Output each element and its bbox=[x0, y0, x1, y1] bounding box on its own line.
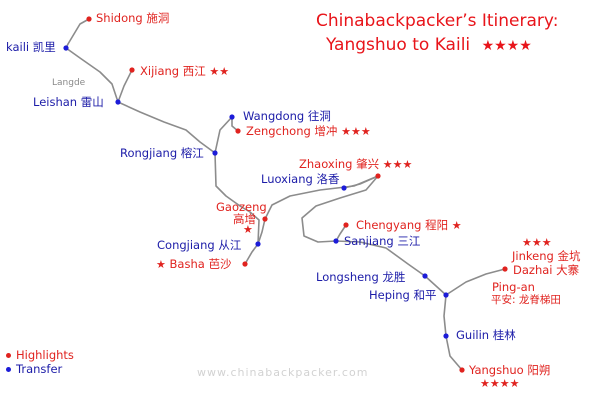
label-luoxiang: Luoxiang 洛香 bbox=[261, 172, 340, 186]
dot-sanjiang bbox=[333, 238, 339, 244]
label-langde: Langde bbox=[52, 78, 86, 88]
label-leishan: Leishan 雷山 bbox=[33, 95, 104, 109]
dot-zengchong bbox=[235, 128, 241, 134]
basha-name: Basha 芭沙 bbox=[169, 257, 232, 271]
route-heping-guilin bbox=[443, 294, 447, 337]
label-longsheng: Longsheng 龙胜 bbox=[316, 270, 406, 284]
label-pingan: Ping-an bbox=[492, 280, 535, 294]
legend-highlights: Highlights bbox=[6, 348, 74, 362]
legend-transfer-dot bbox=[6, 367, 11, 372]
dot-kaili bbox=[63, 45, 69, 51]
xijiang-stars: ★★ bbox=[209, 65, 230, 78]
jinkeng-stars: ★★★ bbox=[522, 236, 552, 249]
zengchong-name: Zengchong 增冲 bbox=[246, 124, 338, 138]
label-guilin: Guilin 桂林 bbox=[456, 328, 516, 342]
zhaoxing-name: Zhaoxing 肇兴 bbox=[299, 157, 380, 171]
route-leishan-rongjiang bbox=[117, 101, 216, 154]
xijiang-name: Xijiang 西江 bbox=[140, 64, 206, 78]
label-dazhai: Dazhai 大寨 bbox=[513, 263, 580, 277]
label-shidong: Shidong 施洞 bbox=[96, 11, 170, 25]
chengyang-stars: ★ bbox=[451, 219, 462, 232]
label-rongjiang: Rongjiang 榕江 bbox=[120, 146, 204, 160]
label-jinkeng: Jinkeng 金坑 bbox=[512, 249, 581, 263]
legend-transfer: Transfer bbox=[6, 362, 62, 376]
dot-gaozeng bbox=[262, 216, 268, 222]
zengchong-stars: ★★★ bbox=[341, 125, 371, 138]
route-kaili-leishan bbox=[65, 47, 119, 103]
route-sanjiang-chengyang bbox=[335, 224, 347, 242]
dot-luoxiang bbox=[341, 185, 347, 191]
route-congjiang-basha bbox=[244, 243, 259, 265]
label-pingan-cn: 平安: 龙脊梯田 bbox=[491, 294, 561, 306]
map-subtitle-text: Yangshuo to Kaili bbox=[326, 35, 471, 55]
chengyang-name: Chengyang 程阳 bbox=[356, 218, 449, 232]
label-kaili: kaili 凯里 bbox=[6, 40, 56, 54]
label-heping: Heping 和平 bbox=[369, 288, 437, 302]
legend-transfer-label: Transfer bbox=[16, 362, 63, 376]
watermark: www.chinabackpacker.com bbox=[197, 366, 369, 379]
dot-xijiang bbox=[129, 67, 135, 73]
route-guilin-yangshuo bbox=[445, 335, 463, 371]
map-title: Chinabackpacker’s Itinerary: bbox=[316, 11, 559, 31]
label-congjiang: Congjiang 从江 bbox=[157, 238, 242, 252]
label-chengyang: Chengyang 程阳 ★ bbox=[356, 218, 462, 233]
map-subtitle: Yangshuo to Kaili ★★★★ bbox=[326, 35, 532, 56]
route-congjiang-gaozeng bbox=[257, 218, 266, 245]
route-sanjiang-longsheng bbox=[335, 240, 447, 296]
basha-stars: ★ bbox=[156, 258, 166, 271]
route-zhaoxing-sanjiang bbox=[301, 175, 379, 243]
gaozeng-stars: ★ bbox=[243, 223, 253, 236]
label-zengchong: Zengchong 增冲 ★★★ bbox=[246, 124, 371, 139]
dot-heping bbox=[443, 292, 449, 298]
route-heping-dazhai bbox=[445, 268, 506, 296]
route-zhaoxing-luoxiang bbox=[343, 175, 379, 189]
label-basha: ★ Basha 芭沙 bbox=[156, 257, 231, 272]
dot-zhaoxing bbox=[375, 173, 381, 179]
label-yangshuo: Yangshuo 阳朔 bbox=[469, 363, 551, 377]
dot-dazhai bbox=[502, 266, 508, 272]
yangshuo-stars: ★★★★ bbox=[480, 377, 520, 390]
legend-highlight-dot bbox=[6, 353, 11, 358]
route-shidong-kaili bbox=[65, 18, 90, 49]
dot-wangdong bbox=[229, 114, 235, 120]
dot-basha bbox=[242, 261, 248, 267]
zhaoxing-stars: ★★★ bbox=[382, 158, 413, 171]
dot-longsheng bbox=[422, 273, 428, 279]
label-sanjiang: Sanjiang 三江 bbox=[344, 234, 421, 248]
label-zhaoxing: Zhaoxing 肇兴 ★★★ bbox=[299, 157, 412, 172]
dot-rongjiang bbox=[212, 150, 218, 156]
title-stars: ★★★★ bbox=[481, 38, 532, 54]
dot-yangshuo bbox=[459, 367, 465, 373]
route-rongjiang-congjiang bbox=[214, 152, 260, 245]
route-leishan-xijiang bbox=[117, 69, 133, 103]
dot-chengyang bbox=[343, 222, 349, 228]
legend-highlights-label: Highlights bbox=[16, 348, 74, 362]
dot-congjiang bbox=[255, 241, 261, 247]
label-xijiang: Xijiang 西江 ★★ bbox=[140, 64, 229, 79]
dot-guilin bbox=[443, 333, 449, 339]
label-wangdong: Wangdong 往洞 bbox=[243, 109, 331, 123]
dot-leishan bbox=[115, 99, 121, 105]
dot-shidong bbox=[86, 16, 92, 22]
label-gaozeng: Gaozeng bbox=[216, 200, 267, 214]
label-gaozeng-cn: 高增 bbox=[233, 212, 256, 226]
route-wangdong-zengchong bbox=[231, 116, 239, 132]
route-rongjiang-wangdong bbox=[214, 116, 233, 154]
